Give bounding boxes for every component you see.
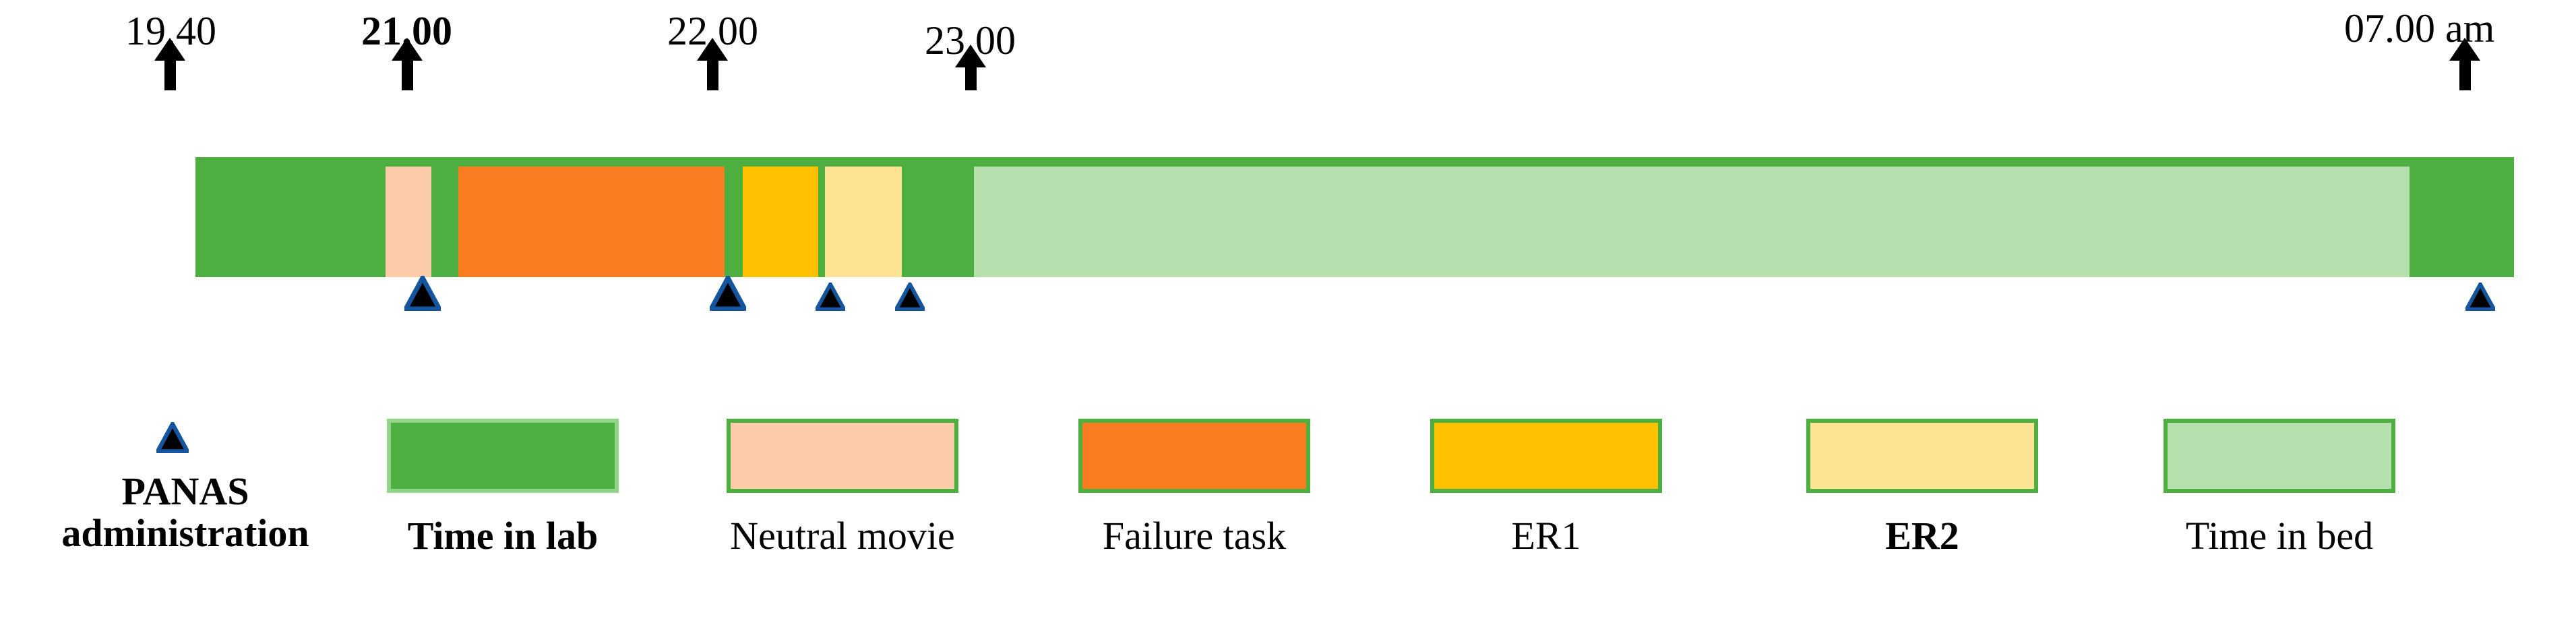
panas-key-line2: administration bbox=[61, 511, 309, 555]
panas-key-triangle-icon bbox=[154, 419, 191, 456]
legend-swatch-neutral-movie bbox=[727, 419, 958, 493]
legend-swatch-er1 bbox=[1430, 419, 1662, 493]
arrow-head-icon bbox=[955, 45, 986, 67]
panas-marker-2 bbox=[816, 283, 845, 311]
arrow-head-icon bbox=[2449, 38, 2480, 61]
segment-er1 bbox=[743, 167, 818, 277]
arrow-stem bbox=[964, 67, 977, 90]
axis-arrow-1 bbox=[392, 38, 423, 90]
legend-label-er2: ER2 bbox=[1885, 514, 1959, 558]
legend-label-neutral-movie: Neutral movie bbox=[730, 514, 955, 558]
arrow-stem bbox=[401, 61, 413, 90]
segment-failure-task bbox=[458, 167, 725, 277]
axis-arrow-3 bbox=[955, 45, 986, 90]
arrow-head-icon bbox=[154, 38, 185, 61]
legend-label-time-in-bed: Time in bed bbox=[2185, 514, 2374, 558]
legend-swatch-failure-task bbox=[1078, 419, 1310, 493]
legend-swatch-time-in-lab bbox=[387, 419, 619, 493]
panas-marker-0 bbox=[404, 276, 441, 311]
segment-time-in-bed bbox=[974, 167, 2410, 277]
axis-arrow-2 bbox=[697, 38, 728, 90]
arrow-stem bbox=[164, 61, 176, 90]
legend-swatch-time-in-bed bbox=[2164, 419, 2395, 493]
legend-swatch-er2 bbox=[1806, 419, 2038, 493]
arrow-head-icon bbox=[697, 38, 728, 61]
legend-label-time-in-lab: Time in lab bbox=[407, 514, 599, 558]
panas-key-line1: PANAS bbox=[121, 469, 249, 513]
legend-label-er1: ER1 bbox=[1511, 514, 1581, 558]
segment-er2 bbox=[825, 167, 902, 277]
panas-marker-4 bbox=[2465, 283, 2495, 311]
panas-marker-3 bbox=[895, 283, 925, 311]
arrow-stem bbox=[2459, 61, 2471, 90]
legend-label-failure-task: Failure task bbox=[1102, 514, 1287, 558]
arrow-stem bbox=[706, 61, 718, 90]
axis-arrow-4 bbox=[2449, 38, 2480, 90]
segment-neutral-movie bbox=[386, 167, 431, 277]
axis-arrow-0 bbox=[154, 38, 185, 90]
panas-marker-1 bbox=[710, 276, 746, 311]
arrow-head-icon bbox=[392, 38, 423, 61]
